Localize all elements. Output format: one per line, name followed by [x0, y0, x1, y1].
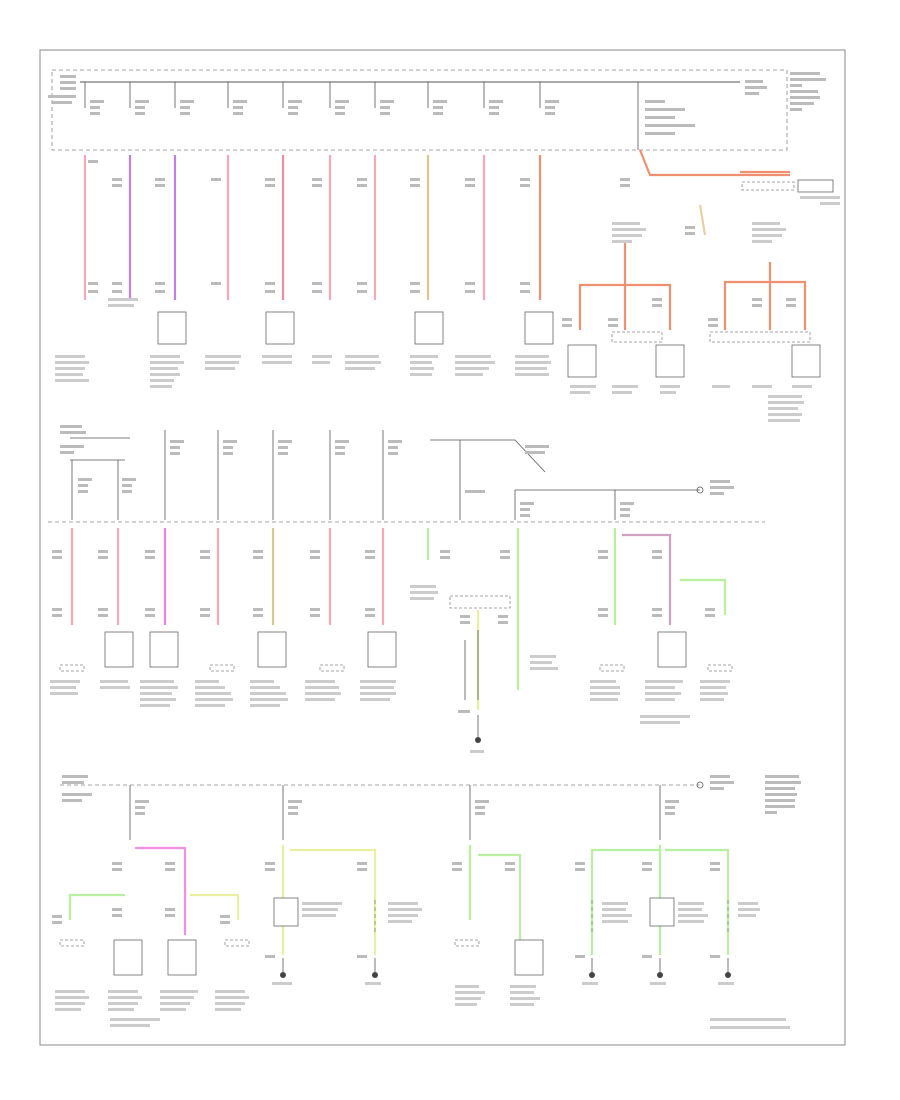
bottom-wires [68, 845, 730, 955]
bottom-section [52, 775, 801, 1029]
top-component-labels [55, 196, 840, 422]
top-component-boxes [157, 179, 834, 378]
diagram-frame [39, 49, 846, 1046]
ground-symbol [475, 737, 481, 743]
bottom-component-labels [55, 902, 790, 1029]
bottom-component-boxes [59, 897, 731, 978]
top-section [48, 69, 840, 422]
middle-fuse-taps [71, 430, 704, 520]
top-fuse-taps [84, 82, 639, 150]
middle-fuse-labels [60, 425, 734, 517]
top-fuse-box [51, 69, 788, 151]
bottom-fuse-taps [129, 781, 704, 840]
middle-component-labels [50, 585, 730, 753]
middle-connector-markers [52, 550, 715, 713]
middle-component-boxes [59, 595, 733, 743]
bottom-fuse-labels [62, 775, 801, 815]
middle-section [48, 425, 765, 753]
top-connector-markers [88, 160, 796, 327]
top-fuse-labels [48, 72, 826, 135]
bottom-connector-markers [52, 862, 720, 958]
top-wires [83, 149, 807, 330]
